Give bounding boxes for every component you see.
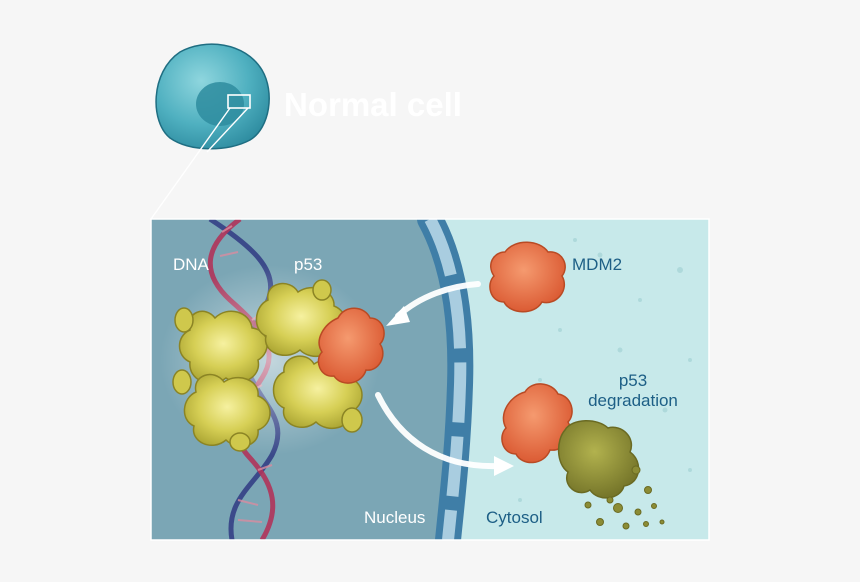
mdm2-free-cytosol bbox=[489, 241, 566, 313]
label-mdm2: MDM2 bbox=[572, 255, 623, 274]
label-p53-degradation-line1: p53 bbox=[618, 371, 648, 390]
degradation-fragments bbox=[584, 465, 665, 530]
zoom-line-1 bbox=[150, 107, 231, 220]
label-nucleus: Nucleus bbox=[364, 508, 426, 527]
label-p53-degradation-line2: degradation bbox=[588, 391, 678, 410]
label-dna: DNA bbox=[173, 255, 209, 274]
label-cytosol: Cytosol bbox=[486, 508, 543, 527]
mdm2-degradation-complex bbox=[501, 383, 573, 464]
nuclear-envelope-inner bbox=[424, 219, 467, 540]
arrow-p53-export bbox=[375, 392, 514, 476]
p53-protein-1 bbox=[178, 310, 268, 384]
title-normal-cell: Normal cell bbox=[284, 86, 462, 123]
normal-cell-illustration bbox=[150, 43, 270, 220]
cell-nucleus bbox=[196, 82, 244, 126]
label-p53: p53 bbox=[294, 255, 323, 274]
degrading-p53 bbox=[557, 420, 640, 499]
label-p53-degradation: p53 degradation bbox=[575, 371, 691, 411]
mdm2-bound-nucleus bbox=[317, 307, 385, 384]
arrow-mdm2-into-nucleus bbox=[386, 281, 481, 326]
zoom-line-2 bbox=[206, 107, 249, 153]
p53-protein-3 bbox=[183, 373, 271, 448]
zoom-box bbox=[227, 94, 251, 109]
zoom-panel-border bbox=[150, 218, 710, 541]
